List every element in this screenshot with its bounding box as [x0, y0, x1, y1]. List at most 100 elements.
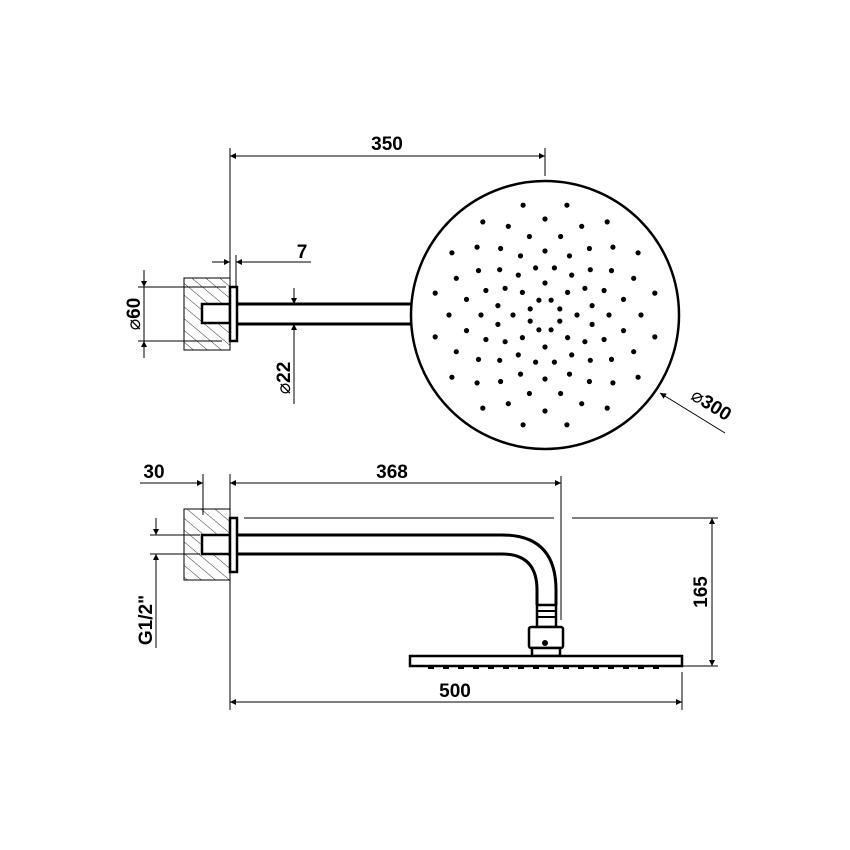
nozzle-dot: [557, 318, 563, 324]
nozzle-dot: [542, 344, 548, 350]
nozzle-dot: [453, 349, 459, 355]
svg-text:⌀22: ⌀22: [274, 362, 295, 395]
ball-joint-connector: [527, 603, 565, 658]
nozzle-dot: [548, 297, 554, 303]
nozzle-dot: [589, 303, 595, 309]
dimension-thread: G1/2": [136, 518, 200, 648]
nozzle-dot: [587, 357, 593, 363]
nozzle-dot: [569, 272, 575, 278]
diameter-symbol: ⌀: [124, 319, 145, 330]
nozzle-dot: [586, 245, 593, 252]
nozzle-dot: [515, 272, 521, 278]
nozzle-dot: [515, 352, 521, 358]
nozzle-dot: [483, 287, 489, 294]
dim-label-22: 22: [274, 362, 295, 383]
nozzle-dot: [453, 275, 459, 281]
dim-label-500: 500: [439, 681, 471, 702]
nozzle-dot: [526, 233, 533, 240]
nozzle-dot: [587, 267, 593, 273]
nozzle-dot: [520, 202, 526, 208]
nozzle-dot: [566, 371, 573, 377]
nozzle-dot: [536, 297, 542, 303]
top-view: 350 7 ⌀60 ⌀22: [124, 134, 735, 451]
nozzle-dot: [498, 378, 504, 385]
nozzle-dot: [652, 290, 658, 296]
nozzle-dot: [569, 352, 575, 358]
nozzle-dot: [502, 285, 508, 291]
nozzle-dot: [548, 327, 554, 333]
nozzle-dot: [502, 339, 508, 345]
dim-label-60: 60: [124, 298, 145, 319]
nozzle-dot: [631, 349, 637, 355]
nozzle-dot: [608, 268, 615, 274]
nozzle-dot: [519, 335, 526, 341]
nozzle-dot: [608, 356, 615, 362]
nozzle-dot: [631, 275, 637, 281]
nozzle-dot: [517, 253, 524, 259]
dimension-total-projection: 500: [230, 672, 683, 710]
dimension-height: 165: [691, 518, 715, 666]
nozzle-dot: [582, 285, 588, 291]
dim-label-350: 350: [371, 134, 403, 155]
nozzle-dot: [474, 244, 480, 250]
nozzle-dot: [620, 328, 627, 334]
diameter-symbol: ⌀: [274, 383, 295, 394]
shower-arm-top: [237, 302, 411, 326]
nozzle-dot: [579, 223, 585, 229]
nozzle-dot: [610, 380, 616, 386]
nozzle-dot: [536, 327, 542, 333]
nozzle-dot: [446, 312, 452, 318]
nozzle-dot: [498, 245, 504, 252]
nozzle-dot: [495, 303, 501, 309]
nozzle-dot: [557, 306, 563, 312]
nozzle-dot: [542, 248, 548, 254]
nozzle-dot: [601, 336, 607, 343]
nozzle-dot: [542, 376, 548, 382]
side-view: 30 368 G1/2" 165: [136, 462, 718, 710]
nozzle-dot: [478, 312, 484, 318]
nozzle-dot: [579, 401, 585, 407]
dim-label-7: 7: [297, 242, 308, 263]
wall-section-side: [183, 508, 232, 581]
nozzle-dot: [510, 312, 516, 318]
nozzle-dot: [542, 408, 548, 414]
dim-label-165: 165: [691, 576, 712, 608]
nozzle-dot: [475, 356, 482, 362]
nozzle-dot: [480, 219, 486, 225]
nozzle-dot: [497, 357, 503, 363]
nozzle-dot: [551, 265, 558, 271]
svg-text:⌀300: ⌀300: [687, 385, 735, 426]
nozzle-dot: [463, 296, 470, 302]
nozzle-dot: [533, 265, 539, 271]
nozzle-dot: [517, 371, 524, 377]
nozzle-dot: [566, 253, 573, 259]
nozzle-dot: [519, 289, 526, 295]
dimension-flange-diameter: ⌀60: [124, 270, 226, 358]
nozzle-dot: [542, 280, 548, 286]
nozzle-dot: [610, 244, 616, 250]
dimension-flange-thickness: 7: [212, 242, 311, 287]
showerhead-round: [409, 179, 681, 451]
nozzle-dot: [604, 405, 610, 411]
wall-section-top: [183, 277, 232, 351]
nozzle-dot: [601, 287, 607, 294]
nozzle-dot: [652, 334, 658, 340]
nozzle-dot: [542, 216, 548, 222]
shower-arm-side: [237, 533, 558, 605]
svg-text:⌀60: ⌀60: [124, 298, 145, 331]
nozzle-dot: [505, 223, 511, 229]
nozzle-pattern: [432, 202, 658, 428]
nozzle-dot: [449, 374, 455, 380]
showerhead-plate-side: [408, 654, 684, 669]
nozzle-dot: [432, 290, 438, 296]
nozzle-dot: [574, 312, 580, 318]
nozzle-dot: [638, 312, 644, 318]
dimension-embed-depth: 30: [140, 462, 231, 710]
nozzle-dot: [606, 312, 612, 318]
dim-label-g12: G1/2": [136, 595, 157, 645]
nozzle-dot: [474, 380, 480, 386]
dimension-arm-projection: 368: [230, 462, 562, 620]
nozzle-dot: [635, 250, 641, 256]
nozzle-dot: [527, 318, 533, 324]
